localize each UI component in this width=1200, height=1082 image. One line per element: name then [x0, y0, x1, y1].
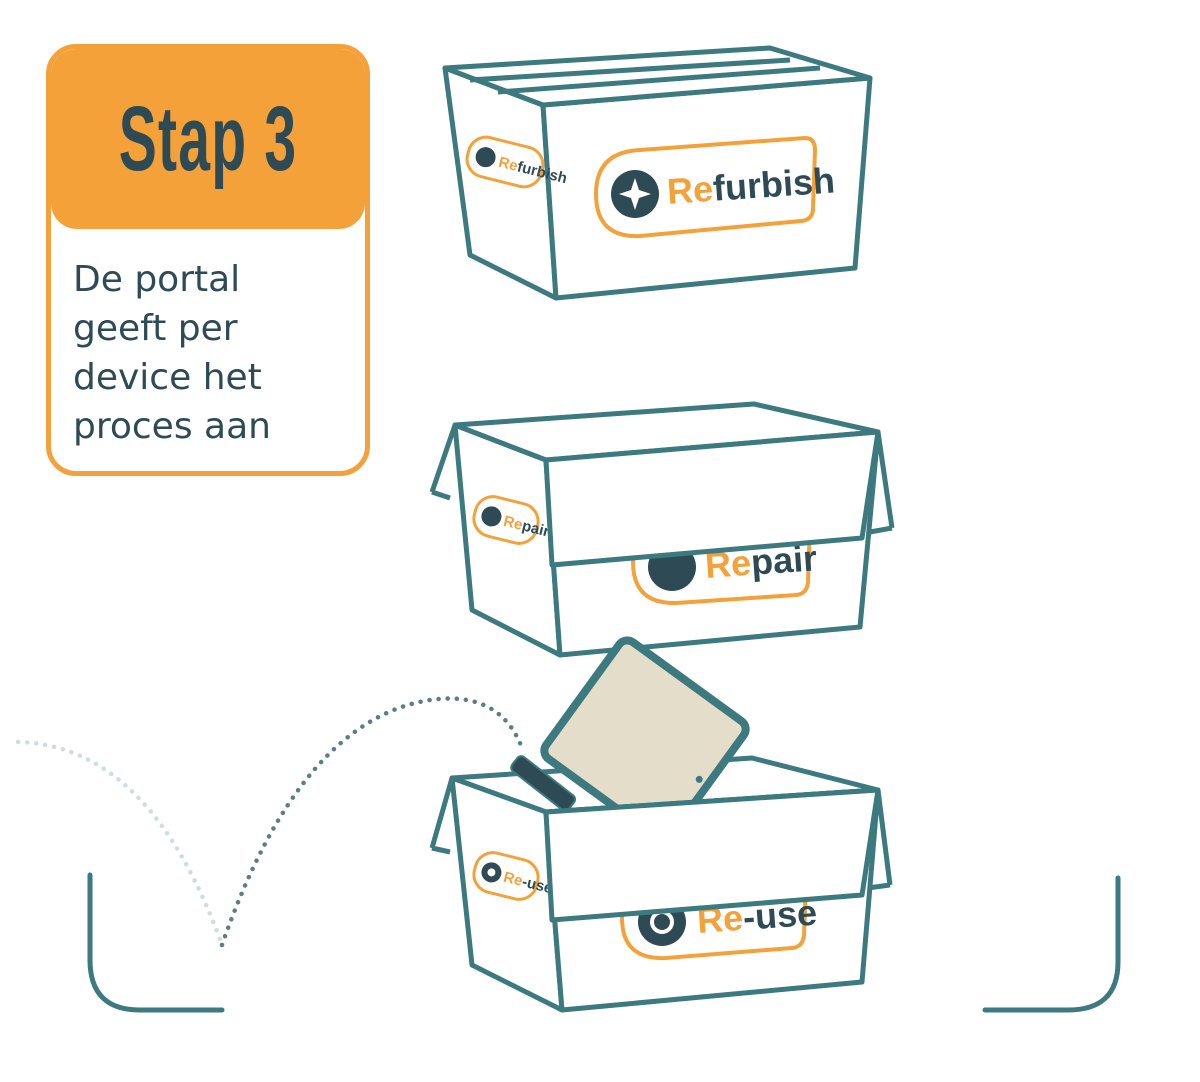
repair-box-lid [543, 429, 881, 568]
reuse-small-label: Re-use [472, 851, 555, 901]
svg-text:Re-use: Re-use [502, 869, 555, 898]
camera-icon [695, 775, 703, 783]
refurbish-label: Refurbish [593, 135, 836, 239]
device-trajectory [15, 696, 525, 948]
tablet-device [540, 636, 750, 844]
repair-small-label: Repair [472, 495, 552, 545]
wrench-icon [481, 506, 502, 527]
sparkle-icon [475, 147, 496, 168]
phone-device [510, 755, 577, 812]
step-card: Stap 3 De portal geeft per device het pr… [46, 44, 370, 476]
svg-text:Repair: Repair [502, 513, 552, 541]
floor-bracket-right [982, 875, 1121, 1013]
refurbish-small-label: Refurbish [465, 135, 569, 189]
step-title: Stap 3 [118, 87, 298, 190]
step-description: De portal geeft per device het proces aa… [73, 259, 271, 447]
floor-bracket-left [87, 872, 225, 1013]
step-card-header: Stap 3 [51, 49, 365, 229]
reuse-box-lid [543, 787, 881, 923]
svg-text:Refurbish: Refurbish [666, 159, 836, 212]
